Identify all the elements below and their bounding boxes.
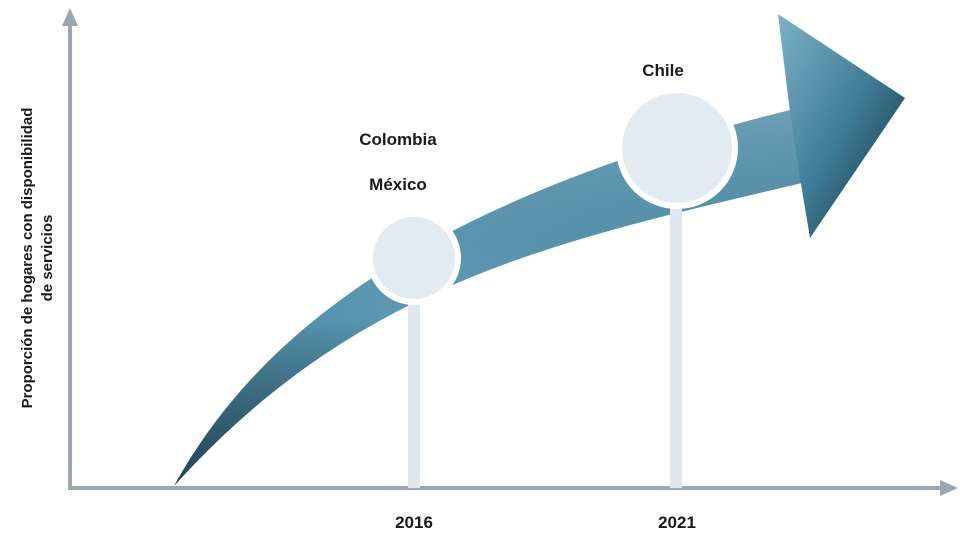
marker-2016 [367, 211, 461, 305]
country-label-colombia: Colombia [359, 130, 437, 149]
y-axis-title-line1: Proporción de hogares con disponibilidad [19, 108, 36, 409]
axes [62, 8, 958, 496]
x-axis-arrowhead [940, 480, 958, 496]
country-label-mexico: México [369, 175, 427, 194]
year-label-2016: 2016 [395, 513, 433, 532]
growth-arrow [174, 14, 905, 486]
stem-2021 [670, 195, 682, 488]
y-axis-title: Proporción de hogares con disponibilidad… [19, 108, 56, 409]
y-axis-title-line2: de servicios [39, 215, 56, 302]
arrow-head [778, 14, 905, 238]
marker-2021 [616, 87, 738, 209]
year-label-2021: 2021 [658, 513, 696, 532]
country-label-chile: Chile [642, 61, 684, 80]
stem-2016 [408, 290, 420, 488]
y-axis-arrowhead [62, 8, 78, 26]
